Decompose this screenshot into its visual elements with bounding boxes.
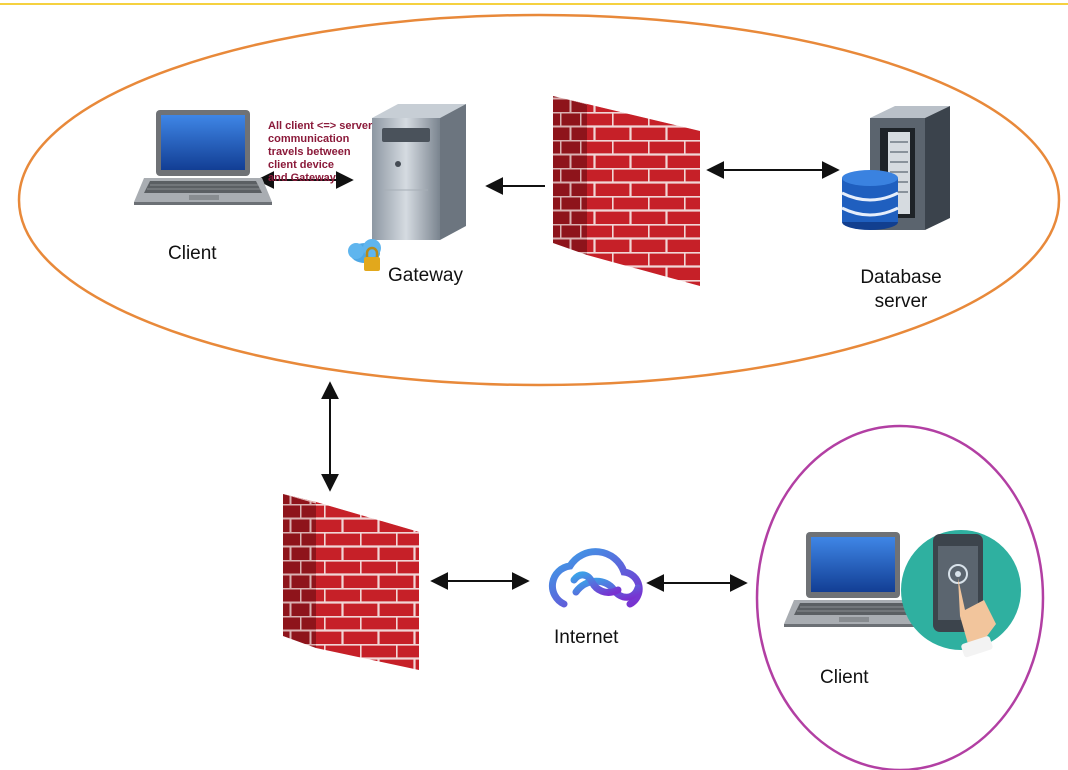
firewall-icon [283, 494, 419, 670]
internet-cloud-icon [548, 548, 643, 608]
laptop-icon [133, 109, 273, 206]
database-label: Database server [846, 266, 956, 314]
note-line: travels between [268, 146, 351, 158]
note-line: and Gateway [268, 172, 336, 184]
server-zone-ellipse [17, 13, 1061, 387]
gateway-note: All client <=> server communication trav… [268, 120, 398, 185]
database-label-line1: Database [860, 267, 942, 288]
note-line: communication [268, 133, 350, 145]
laptop-icon [783, 531, 923, 628]
mobile-touch-icon [901, 530, 1021, 658]
client-label-top: Client [168, 243, 217, 264]
internet-label: Internet [554, 627, 619, 648]
note-line: client device [268, 159, 335, 171]
database-server-icon [841, 106, 950, 230]
gateway-server-icon [372, 104, 466, 240]
database-label-line2: server [874, 291, 928, 312]
note-line: All client <=> server [268, 120, 373, 132]
cloud-lock-icon [348, 239, 381, 271]
client-zone-ellipse [755, 424, 1045, 770]
gateway-label: Gateway [388, 265, 463, 286]
client-label-bottom: Client [820, 667, 869, 688]
firewall-icon [553, 96, 700, 286]
